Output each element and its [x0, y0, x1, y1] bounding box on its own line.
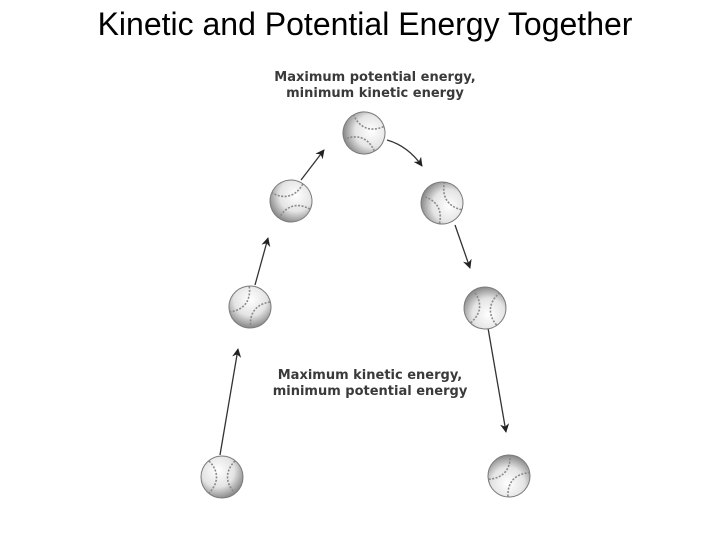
arrow-rising-1 — [220, 349, 238, 455]
arrow-falling-1 — [387, 140, 422, 166]
ball-top — [337, 106, 391, 160]
arrow-rising-3 — [301, 150, 324, 180]
ball-upper-left — [265, 175, 317, 227]
ball-mid-right — [462, 285, 508, 331]
ball-bottom-left — [201, 456, 243, 498]
ball-bottom-right — [479, 446, 538, 505]
ball-mid-left — [221, 278, 280, 337]
arrow-falling-2 — [455, 225, 470, 268]
arrow-falling-3 — [488, 328, 506, 432]
arrow-rising-2 — [255, 238, 268, 285]
ball-upper-right — [413, 174, 471, 232]
